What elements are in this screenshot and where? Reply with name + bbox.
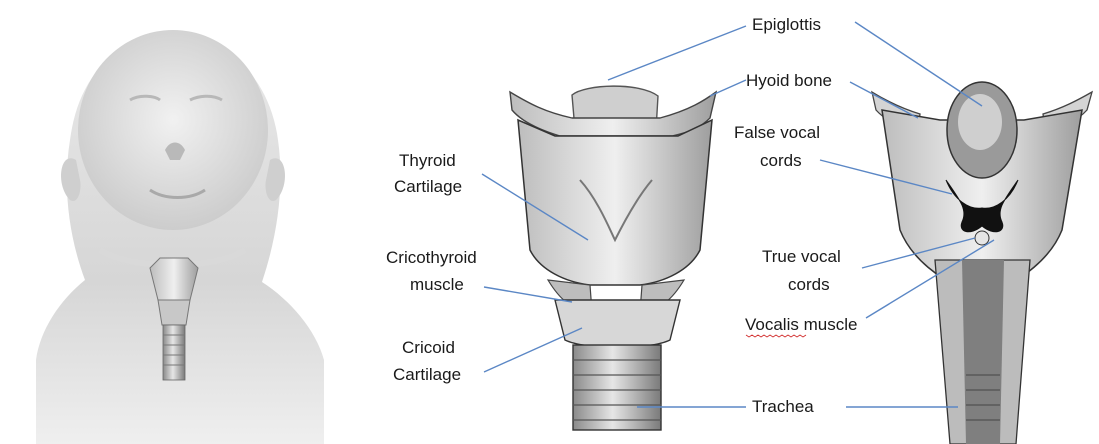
label-false-vocal-cords-line2: cords: [760, 151, 802, 170]
label-true-vocal-cords-line1: True vocal: [762, 247, 841, 266]
head-illustration: [36, 30, 324, 444]
posterior-section-view: [872, 82, 1092, 444]
leader-epiglottis-anterior: [608, 26, 746, 80]
label-thyroid-cartilage-line2: Cartilage: [394, 177, 462, 196]
leader-hyoid-anterior: [710, 80, 746, 96]
label-cricoid-cartilage-line2: Cartilage: [393, 365, 461, 384]
label-hyoid-bone: Hyoid bone: [746, 71, 832, 90]
leader-cricoid-cartilage: [484, 328, 582, 372]
spellcheck-underline: [746, 335, 806, 337]
anterior-larynx-view: [510, 86, 716, 430]
label-false-vocal-cords-line1: False vocal: [734, 123, 820, 142]
label-trachea: Trachea: [752, 397, 814, 416]
label-cricoid-cartilage-line1: Cricoid: [402, 338, 455, 357]
label-vocalis-muscle: Vocalis muscle: [745, 315, 857, 334]
label-cricothyroid-muscle-line1: Cricothyroid: [386, 248, 477, 267]
label-cricothyroid-muscle-line2: muscle: [410, 275, 464, 294]
label-thyroid-cartilage-line1: Thyroid: [399, 151, 456, 170]
label-epiglottis: Epiglottis: [752, 15, 821, 34]
label-true-vocal-cords-line2: cords: [788, 275, 830, 294]
